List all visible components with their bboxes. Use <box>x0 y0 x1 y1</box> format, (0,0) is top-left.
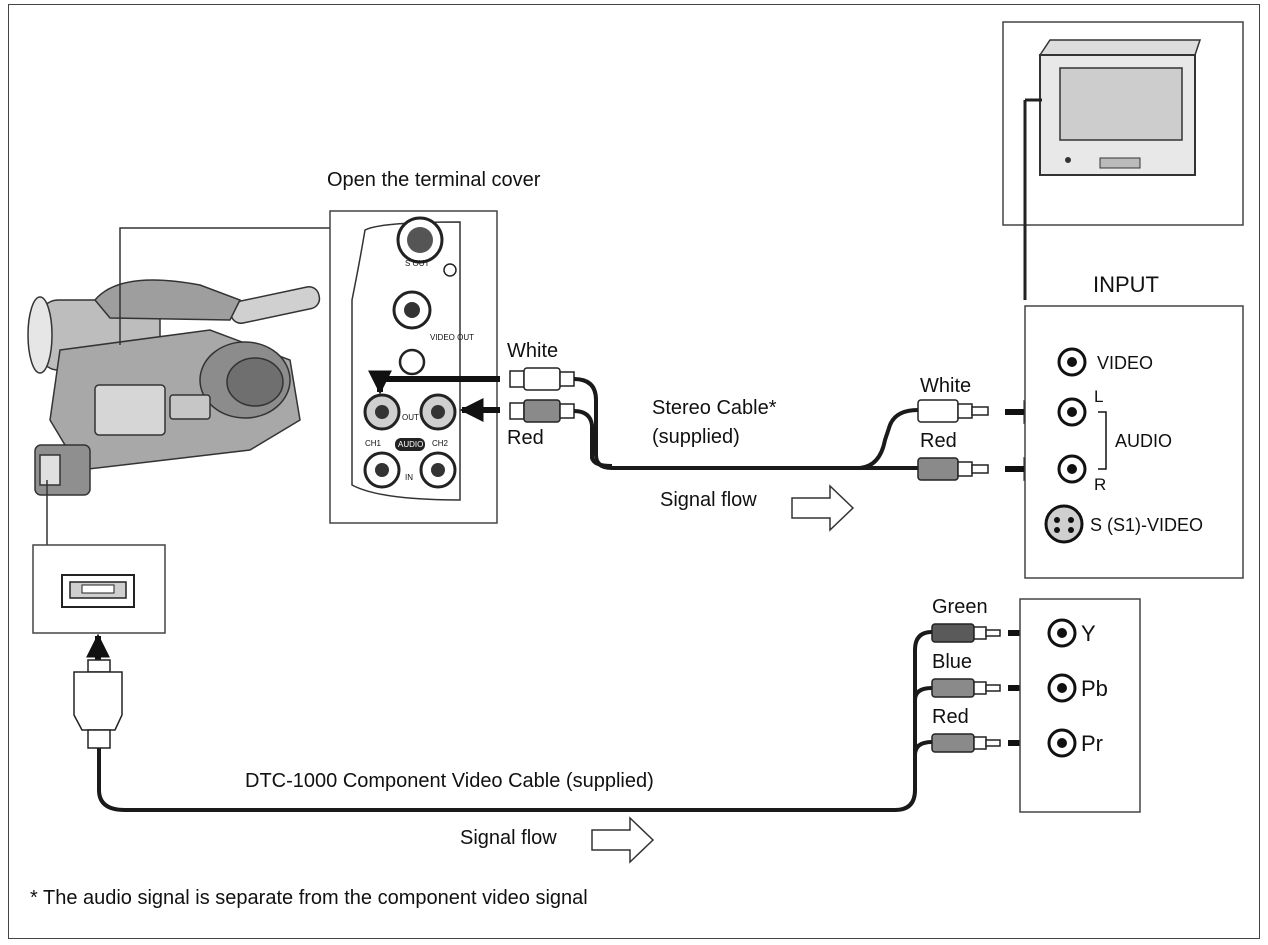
component-input-sockets <box>1047 618 1077 758</box>
stereo-cable-label: Stereo Cable* <box>652 397 777 419</box>
audio-input-label: AUDIO <box>1115 431 1173 451</box>
footnote: * The audio signal is separate from the … <box>30 887 588 909</box>
camcorder-illustration <box>27 279 321 496</box>
white-plug-label-camera: White <box>507 340 559 362</box>
red-plug-label-component: Red <box>932 706 969 728</box>
signal-flow-arrow-icon <box>791 484 855 532</box>
diagram-frame <box>8 4 1260 939</box>
pr-input-label: Pr <box>1081 731 1103 756</box>
red-plug-label-tv: Red <box>920 430 957 452</box>
signal-flow-label-video: Signal flow <box>460 827 557 849</box>
video-input-label: VIDEO <box>1097 353 1154 373</box>
tv-monitor-illustration <box>1038 39 1202 176</box>
signal-flow-label-audio: Signal flow <box>660 489 757 511</box>
audio-r-label: R <box>1094 475 1107 494</box>
stereo-cable <box>509 367 989 481</box>
component-input-panel <box>1019 598 1141 813</box>
green-plug-label: Green <box>932 596 988 618</box>
panel-video-out-label: VIDEO OUT <box>430 333 475 342</box>
y-input-label: Y <box>1081 621 1096 646</box>
panel-ch2-label: CH2 <box>432 439 449 448</box>
panel-ch1-label: CH1 <box>365 439 382 448</box>
component-connector <box>73 659 123 749</box>
red-plug-label-camera: Red <box>507 427 544 449</box>
s-video-input-label: S (S1)-VIDEO <box>1090 515 1204 535</box>
panel-s-out-label: S OUT <box>405 259 430 268</box>
blue-plug-label: Blue <box>932 651 973 673</box>
white-plug-label-tv: White <box>920 375 972 397</box>
panel-audio-in-label: IN <box>405 473 413 482</box>
stereo-cable-supplied-label: (supplied) <box>652 426 740 448</box>
open-terminal-cover-label: Open the terminal cover <box>327 169 541 191</box>
component-plugs <box>931 623 1001 753</box>
signal-flow-arrow-icon-video <box>591 816 655 864</box>
panel-audio-out-label: OUT <box>402 413 419 422</box>
audio-l-label: L <box>1094 387 1104 406</box>
tv-input-sockets <box>1044 347 1107 544</box>
pb-input-label: Pb <box>1081 676 1108 701</box>
input-heading: INPUT <box>1093 272 1159 297</box>
component-cable-label: DTC-1000 Component Video Cable (supplied… <box>245 770 654 792</box>
panel-audio-badge: AUDIO <box>398 440 424 449</box>
component-cable <box>97 630 933 812</box>
